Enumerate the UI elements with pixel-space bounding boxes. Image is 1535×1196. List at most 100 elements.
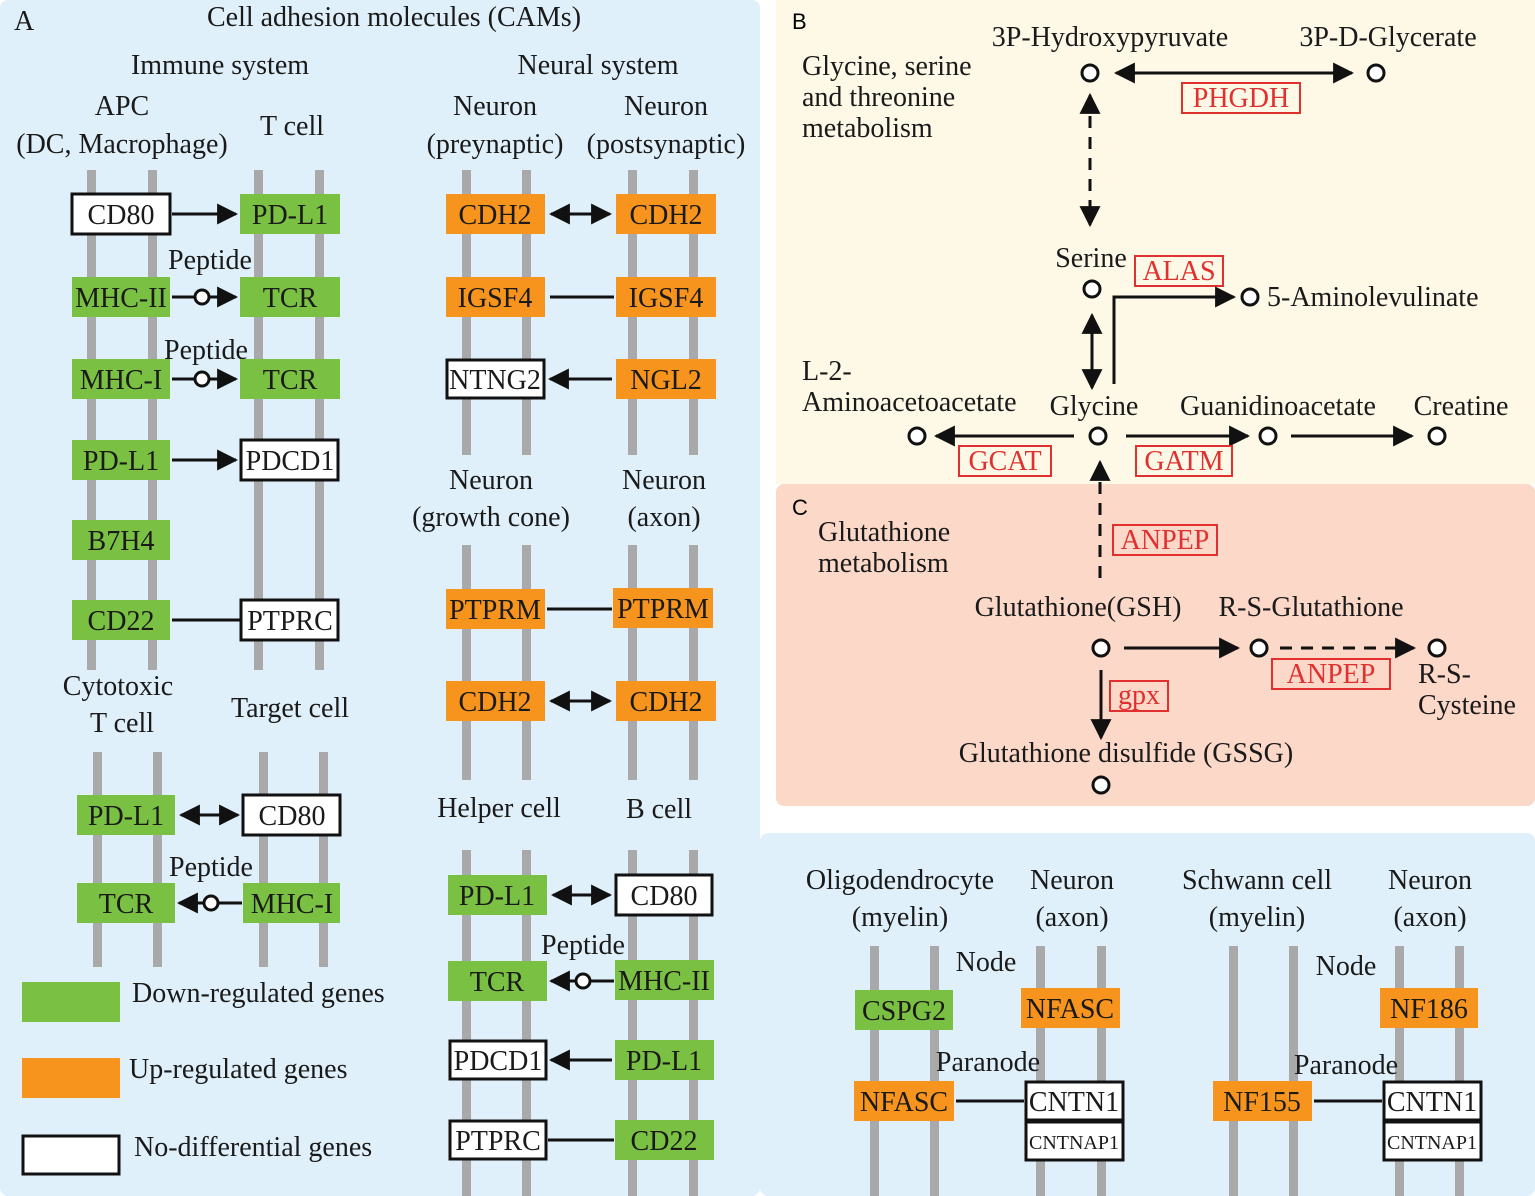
gene-box-ptprm <box>446 589 545 629</box>
gene-label-pd-l1: PD-L1 <box>83 446 159 477</box>
gene-box-pd-l1 <box>72 440 170 480</box>
enzyme-box-alas <box>1134 255 1224 287</box>
gene-box-b7h4 <box>72 520 170 560</box>
neuron-axon-label: Neuron <box>1388 865 1472 896</box>
gene-label-cd80: CD80 <box>259 801 326 832</box>
oligodendrocyte-label: Oligodendrocyte <box>806 865 994 896</box>
gene-box-igsf4 <box>446 277 545 317</box>
node-label: Node <box>956 947 1017 978</box>
gene-label-cdh2: CDH2 <box>629 687 702 718</box>
gene-label-pd-l1: PD-L1 <box>88 801 164 832</box>
growth-cone-sublabel: (growth cone) <box>412 502 570 533</box>
node-3p-d-glycerate <box>1366 63 1386 83</box>
gene-box-nfasc <box>1021 988 1120 1028</box>
gene-label-tcr: TCR <box>99 889 154 920</box>
gene-label-cntn1: CNTN1 <box>1029 1087 1119 1118</box>
gene-label-cd22: CD22 <box>631 1126 698 1157</box>
gene-label-ptprc: PTPRC <box>455 1126 541 1157</box>
node-glycine <box>1088 426 1108 446</box>
gene-box-cd80 <box>70 192 172 236</box>
oligodendrocyte-sublabel: (myelin) <box>852 902 948 933</box>
gene-label-nf186: NF186 <box>1390 994 1468 1025</box>
enzyme-label-gcat: GCAT <box>968 446 1041 477</box>
enzyme-box-gpx <box>1109 680 1169 712</box>
gene-label-nfasc: NFASC <box>1026 994 1114 1025</box>
paranode-label: Paranode <box>1294 1050 1398 1081</box>
legend-label-down: Down-regulated genes <box>132 978 385 1009</box>
peptide-circle <box>202 894 220 912</box>
enzyme-box-gatm <box>1135 445 1233 477</box>
gene-label-cd80: CD80 <box>631 881 698 912</box>
gene-label-tcr: TCR <box>263 365 318 396</box>
enzyme-box-gcat <box>958 445 1052 477</box>
legend-swatch-up <box>22 1058 120 1098</box>
pathway-title-line2: metabolism <box>818 548 949 579</box>
node-r-s-cysteine <box>1427 638 1447 658</box>
gene-label-igsf4: IGSF4 <box>629 283 704 314</box>
gene-box-cd22 <box>72 600 170 640</box>
schwann-cell-label: Schwann cell <box>1182 865 1332 896</box>
gene-label-ntng2: NTNG2 <box>449 365 541 396</box>
gene-box-ptprc <box>239 598 340 642</box>
panel-c-letter: C <box>792 495 808 520</box>
gene-label-cd22: CD22 <box>88 606 155 637</box>
compound-glutathione-gsh: Glutathione(GSH) <box>975 592 1182 623</box>
peptide-circle <box>193 370 211 388</box>
gene-label-pd-l1: PD-L1 <box>459 881 535 912</box>
enzyme-label-anpep: ANPEP <box>1121 525 1210 556</box>
gene-box-cspg2 <box>855 990 953 1030</box>
cytotoxic-sublabel: T cell <box>90 708 154 739</box>
membrane-lines-neural-mid <box>462 545 698 780</box>
apc-sublabel: (DC, Macrophage) <box>16 129 227 160</box>
gene-label-cntnap1: CNTNAP1 <box>1387 1132 1477 1154</box>
neuron-axon-sublabel: (axon) <box>1393 902 1466 933</box>
gene-label-cdh2: CDH2 <box>629 200 702 231</box>
axon-label: Neuron <box>622 465 706 496</box>
pathway-title-line1: Glutathione <box>818 517 950 548</box>
gene-box-pd-l1 <box>448 875 547 915</box>
compound-r-s-glutathione: R-S-Glutathione <box>1218 592 1403 623</box>
peptide-circle <box>574 972 592 990</box>
compound-creatine: Creatine <box>1414 391 1509 422</box>
gene-box-nf186 <box>1380 988 1478 1028</box>
neuron-post-label: Neuron <box>624 91 708 122</box>
node-guanidinoacetate <box>1258 426 1278 446</box>
membrane-lines-myelin <box>870 946 1464 1196</box>
enzyme-box-phgdh <box>1181 82 1301 114</box>
compound-l-2-aminoacetoacetate-line2: Aminoacetoacetate <box>802 387 1017 418</box>
gene-label-pd-l1: PD-L1 <box>252 200 328 231</box>
neuron-axon-label: Neuron <box>1030 865 1114 896</box>
gene-box-cdh2 <box>616 681 716 721</box>
gene-label-cntnap1: CNTNAP1 <box>1029 1132 1119 1154</box>
gene-label-cdh2: CDH2 <box>458 200 531 231</box>
gene-box-igsf4 <box>616 277 716 317</box>
gene-box-mhc-i <box>243 883 340 923</box>
immune-system-header: Immune system <box>131 50 309 81</box>
gene-label-pdcd1: PDCD1 <box>246 446 335 477</box>
gene-label-pdcd1: PDCD1 <box>454 1046 543 1077</box>
gene-box-pd-l1 <box>615 1040 714 1080</box>
peptide-circle <box>193 288 211 306</box>
enzyme-box-anpep <box>1271 658 1391 690</box>
panel-a-letter: A <box>14 6 35 37</box>
compound-r-s-cysteine-line1: R-S- <box>1418 659 1471 690</box>
panel-b-letter: B <box>792 9 807 34</box>
node-serine <box>1082 279 1102 299</box>
gene-label-nfasc: NFASC <box>860 1087 948 1118</box>
enzyme-label-gatm: GATM <box>1144 446 1223 477</box>
membrane-lines-ctl <box>93 752 328 967</box>
gene-box-pdcd1 <box>448 1039 548 1081</box>
panel-c-background <box>776 484 1535 806</box>
peptide-label: Peptide <box>169 852 253 883</box>
enzyme-label-alas: ALAS <box>1142 256 1215 287</box>
neuron-pre-sublabel: (preynaptic) <box>427 129 564 160</box>
compound-r-s-cysteine-line2: Cysteine <box>1418 690 1516 721</box>
apc-label: APC <box>95 91 149 122</box>
node-3p-hydroxypyruvate <box>1080 63 1100 83</box>
gene-label-cntn1: CNTN1 <box>1387 1087 1477 1118</box>
gene-label-cspg2: CSPG2 <box>862 996 946 1027</box>
node-label: Node <box>1316 951 1377 982</box>
node-r-s-glutathione <box>1249 638 1269 658</box>
gene-box-cd22 <box>615 1120 714 1160</box>
